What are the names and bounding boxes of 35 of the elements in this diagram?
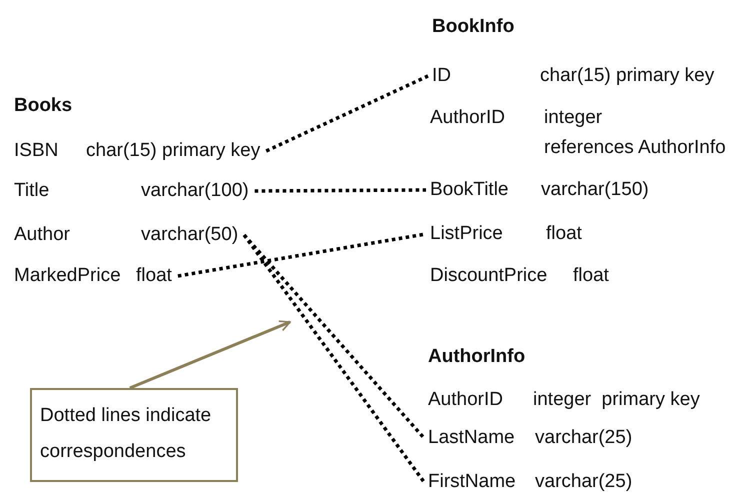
table-heading: Books <box>14 95 72 117</box>
table-heading: AuthorInfo <box>428 346 526 368</box>
field-name: ListPrice <box>430 223 504 245</box>
field-type: varchar(100) <box>141 180 249 202</box>
field-type: references AuthorInfo <box>544 137 726 159</box>
callout-text: Dotted lines indicate correspondences <box>40 405 212 462</box>
field-type: char(15) primary key <box>540 65 714 87</box>
field-name: AuthorID <box>428 389 504 411</box>
field-name: MarkedPrice <box>14 265 122 287</box>
table-heading: BookInfo <box>432 16 514 38</box>
field-type: float <box>573 265 609 287</box>
field-type: float <box>136 265 172 287</box>
field-type: integer <box>544 107 604 129</box>
field-name: BookTitle <box>430 179 510 201</box>
field-name: FirstName <box>428 471 517 493</box>
callout-box <box>30 388 238 482</box>
dotted-line <box>265 74 429 153</box>
field-name: DiscountPrice <box>430 265 548 287</box>
field-name: Author <box>14 224 71 246</box>
field-name: AuthorID <box>430 107 506 129</box>
dotted-line <box>254 188 426 193</box>
dotted-line <box>242 234 426 484</box>
field-name: ISBN <box>14 140 60 162</box>
field-type: integer primary key <box>533 389 700 411</box>
dotted-line <box>242 234 426 440</box>
field-type: char(15) primary key <box>86 140 260 162</box>
field-type: float <box>546 223 582 245</box>
field-name: LastName <box>428 427 516 449</box>
field-type: varchar(25) <box>535 427 632 449</box>
field-type: varchar(50) <box>141 224 238 246</box>
field-name: Title <box>14 180 50 202</box>
field-type: varchar(25) <box>535 471 632 493</box>
arrow <box>129 320 291 390</box>
field-name: ID <box>432 65 452 87</box>
field-type: varchar(150) <box>541 179 649 201</box>
